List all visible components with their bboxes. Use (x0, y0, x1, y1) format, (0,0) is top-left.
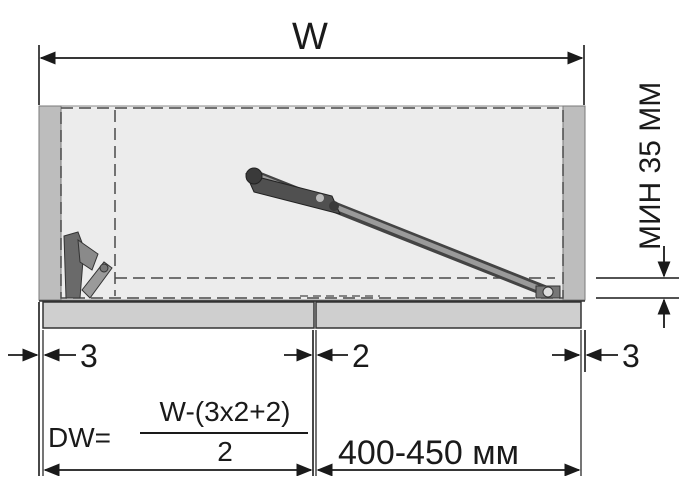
width-label: W (292, 16, 328, 58)
hinge-icon (63, 231, 113, 299)
hidden-outline-outer (60, 107, 564, 299)
gap-left-label: 3 (80, 338, 98, 374)
gap-right-label: 3 (622, 338, 640, 374)
gap-middle-label: 2 (352, 338, 370, 374)
door-left (42, 301, 315, 329)
cabinet-side-right (562, 105, 586, 301)
depth-label: 400-450 мм (338, 434, 519, 472)
formula-denominator: 2 (217, 436, 233, 467)
min-gap-label: МИН 35 ММ (634, 81, 667, 250)
door-right (315, 301, 582, 329)
formula-numerator: W-(3x2+2) (159, 396, 291, 427)
cabinet-side-left (38, 105, 62, 301)
lift-mechanism-icon (245, 167, 561, 299)
door-width-label: DW= (48, 422, 111, 453)
